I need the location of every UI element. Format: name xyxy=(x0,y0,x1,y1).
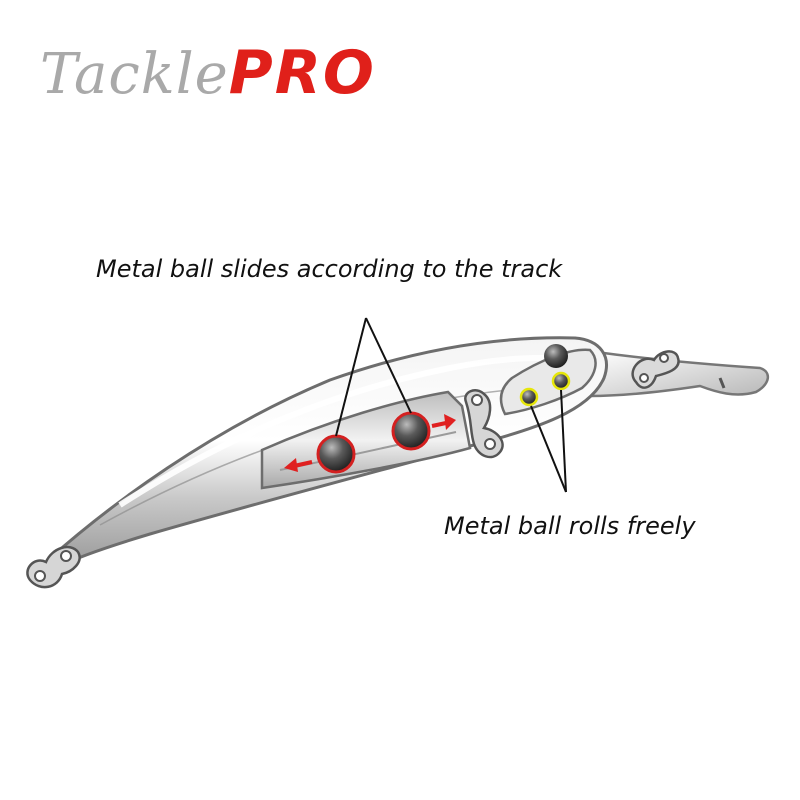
line-tie-ring xyxy=(631,350,680,389)
free-ball-caption: Metal ball rolls freely xyxy=(444,512,696,540)
sliding-ball-front xyxy=(391,411,431,451)
brand-logo: TacklePRO xyxy=(40,38,376,108)
free-callout-lines xyxy=(530,389,567,493)
forward-weight-ball xyxy=(544,344,568,368)
slide-left-arrow xyxy=(284,458,313,472)
brand-name-pro: PRO xyxy=(228,38,376,108)
brand-name-tackle: Tackle xyxy=(40,42,229,107)
free-ball-2 xyxy=(551,371,571,391)
tail-hook-hanger xyxy=(26,545,81,589)
track-ball-caption: Metal ball slides according to the track xyxy=(96,255,563,283)
track-callout-lines xyxy=(335,317,412,437)
belly-hook-hanger xyxy=(464,389,504,459)
diving-lip xyxy=(588,350,769,398)
free-ball-1 xyxy=(519,387,539,407)
slide-right-arrow xyxy=(431,414,456,430)
sliding-ball-rear xyxy=(316,434,356,474)
